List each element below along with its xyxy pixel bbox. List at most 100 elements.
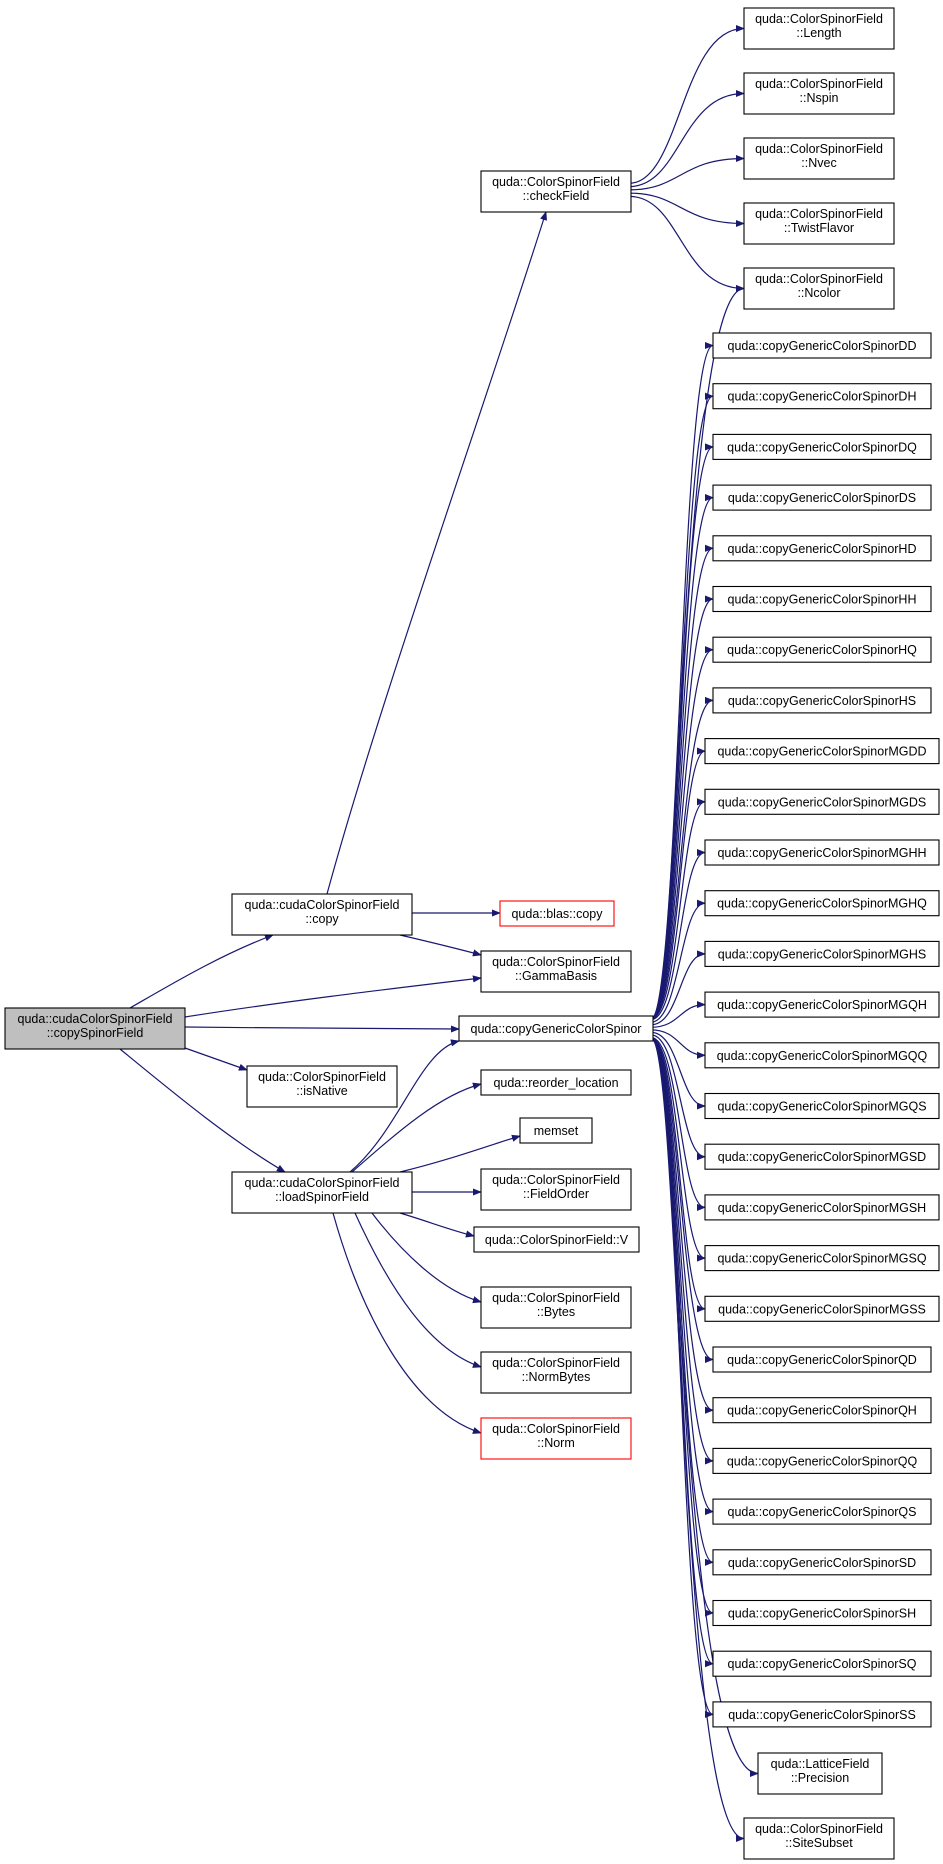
node-root[interactable]: quda::cudaColorSpinorField::copySpinorFi… xyxy=(4,1007,186,1050)
node-box xyxy=(480,1069,632,1096)
node-label-line: ::Norm xyxy=(537,1436,575,1450)
node-hq[interactable]: quda::copyGenericColorSpinorHQ xyxy=(712,636,932,663)
edge-load-to-bytes xyxy=(371,1212,482,1304)
node-mgss[interactable]: quda::copyGenericColorSpinorMGSS xyxy=(704,1295,940,1322)
edge-cgcs-to-hs xyxy=(650,696,714,1020)
node-checkfield[interactable]: quda::ColorSpinorField::checkField xyxy=(480,170,632,213)
edge-cgcs-to-qd xyxy=(650,1037,714,1364)
node-mghs[interactable]: quda::copyGenericColorSpinorMGHS xyxy=(704,940,940,967)
node-sd[interactable]: quda::copyGenericColorSpinorSD xyxy=(712,1549,932,1576)
node-twist[interactable]: quda::ColorSpinorField::TwistFlavor xyxy=(743,202,895,245)
node-ncolor[interactable]: quda::ColorSpinorField::Ncolor xyxy=(743,267,895,310)
node-sh[interactable]: quda::copyGenericColorSpinorSH xyxy=(712,1599,932,1627)
node-label-line: quda::reorder_location xyxy=(493,1076,618,1090)
node-label-line: quda::ColorSpinorField xyxy=(258,1070,386,1084)
node-label-line: quda::ColorSpinorField xyxy=(755,12,883,26)
node-label-line: ::loadSpinorField xyxy=(275,1190,369,1204)
node-mgds[interactable]: quda::copyGenericColorSpinorMGDS xyxy=(704,788,940,815)
node-normbytes[interactable]: quda::ColorSpinorField::NormBytes xyxy=(480,1351,632,1394)
node-label-line: quda::copyGenericColorSpinorDD xyxy=(728,339,917,353)
node-mgdd[interactable]: quda::copyGenericColorSpinorMGDD xyxy=(704,738,940,765)
node-nspin[interactable]: quda::ColorSpinorField::Nspin xyxy=(743,72,895,115)
node-norm[interactable]: quda::ColorSpinorField::Norm xyxy=(480,1417,632,1460)
node-box xyxy=(712,636,932,663)
node-nvec[interactable]: quda::ColorSpinorField::Nvec xyxy=(743,137,895,180)
node-dd[interactable]: quda::copyGenericColorSpinorDD xyxy=(712,332,932,359)
node-label-line: quda::copyGenericColorSpinorQD xyxy=(727,1353,917,1367)
node-label-line: quda::blas::copy xyxy=(511,907,603,921)
node-bytes[interactable]: quda::ColorSpinorField::Bytes xyxy=(480,1286,632,1329)
node-qs[interactable]: quda::copyGenericColorSpinorQS xyxy=(712,1498,932,1525)
node-mgsd[interactable]: quda::copyGenericColorSpinorMGSD xyxy=(704,1143,940,1170)
edge-cgcs-to-mgqh xyxy=(650,1001,706,1028)
edge-root-to-load xyxy=(119,1048,286,1173)
node-sitesubset[interactable]: quda::ColorSpinorField::SiteSubset xyxy=(743,1817,895,1860)
node-load[interactable]: quda::cudaColorSpinorField::loadSpinorFi… xyxy=(231,1171,413,1214)
edge-cgcs-to-hq xyxy=(650,646,714,1020)
node-label-line: quda::copyGenericColorSpinorDQ xyxy=(727,440,917,454)
node-box xyxy=(704,991,940,1018)
node-blascopy[interactable]: quda::blas::copy xyxy=(499,900,615,927)
edge-checkfield-to-nspin xyxy=(628,89,745,188)
edge-cgcs-to-mgds xyxy=(650,798,706,1020)
node-mgqq[interactable]: quda::copyGenericColorSpinorMGQQ xyxy=(704,1042,940,1069)
node-label-line: quda::copyGenericColorSpinor xyxy=(471,1022,642,1036)
node-label-line: quda::copyGenericColorSpinorMGHH xyxy=(717,846,926,860)
node-qq[interactable]: quda::copyGenericColorSpinorQQ xyxy=(712,1447,932,1474)
node-mgsq[interactable]: quda::copyGenericColorSpinorMGSQ xyxy=(704,1245,940,1272)
node-box xyxy=(704,1092,940,1120)
node-mgqs[interactable]: quda::copyGenericColorSpinorMGQS xyxy=(704,1092,940,1120)
node-label-line: quda::ColorSpinorField xyxy=(492,955,620,969)
node-length[interactable]: quda::ColorSpinorField::Length xyxy=(743,7,895,50)
node-dh[interactable]: quda::copyGenericColorSpinorDH xyxy=(712,383,932,410)
node-fieldorder[interactable]: quda::ColorSpinorField::FieldOrder xyxy=(480,1168,632,1211)
node-ss[interactable]: quda::copyGenericColorSpinorSS xyxy=(712,1701,932,1728)
node-mghh[interactable]: quda::copyGenericColorSpinorMGHH xyxy=(704,839,940,866)
node-box xyxy=(246,1065,398,1108)
edges-layer xyxy=(119,24,759,1842)
edge-checkfield-to-length xyxy=(628,24,745,184)
node-box xyxy=(704,1042,940,1069)
node-cgcs[interactable]: quda::copyGenericColorSpinor xyxy=(458,1015,654,1042)
edge-cgcs-to-mgss xyxy=(650,1037,706,1313)
edge-load-to-normbytes xyxy=(354,1212,482,1368)
node-box xyxy=(712,585,932,613)
node-mghq[interactable]: quda::copyGenericColorSpinorMGHQ xyxy=(704,890,940,917)
edge-copy-to-checkfield xyxy=(326,211,547,895)
node-hh[interactable]: quda::copyGenericColorSpinorHH xyxy=(712,585,932,613)
node-v[interactable]: quda::ColorSpinorField::V xyxy=(473,1226,640,1253)
node-label-line: quda::ColorSpinorField xyxy=(755,272,883,286)
node-box xyxy=(757,1752,883,1795)
node-label-line: ::Nspin xyxy=(800,91,839,105)
node-label-line: ::FieldOrder xyxy=(523,1187,589,1201)
node-qh[interactable]: quda::copyGenericColorSpinorQH xyxy=(712,1397,932,1424)
node-label-line: ::Nvec xyxy=(801,156,836,170)
node-box xyxy=(704,738,940,765)
node-sq[interactable]: quda::copyGenericColorSpinorSQ xyxy=(712,1650,932,1677)
node-label-line: ::Bytes xyxy=(537,1305,575,1319)
edge-load-to-reorder xyxy=(351,1082,482,1173)
node-label-line: quda::copyGenericColorSpinorMGSQ xyxy=(717,1252,926,1266)
node-mgsh[interactable]: quda::copyGenericColorSpinorMGSH xyxy=(704,1194,940,1221)
edge-cgcs-to-hh xyxy=(650,595,714,1020)
node-qd[interactable]: quda::copyGenericColorSpinorQD xyxy=(712,1346,932,1373)
node-hs[interactable]: quda::copyGenericColorSpinorHS xyxy=(712,687,932,714)
edge-root-to-gamma xyxy=(184,975,482,1018)
node-hd[interactable]: quda::copyGenericColorSpinorHD xyxy=(712,535,932,562)
node-box xyxy=(712,1549,932,1576)
node-mgqh[interactable]: quda::copyGenericColorSpinorMGQH xyxy=(704,991,940,1018)
node-label-line: ::checkField xyxy=(523,189,590,203)
node-reorder[interactable]: quda::reorder_location xyxy=(480,1069,632,1096)
node-isnative[interactable]: quda::ColorSpinorField::isNative xyxy=(246,1065,398,1108)
node-copy[interactable]: quda::cudaColorSpinorField::copy xyxy=(231,893,413,936)
node-ds[interactable]: quda::copyGenericColorSpinorDS xyxy=(712,484,932,511)
edge-root-to-copy xyxy=(129,934,274,1009)
node-label-line: ::Ncolor xyxy=(797,286,840,300)
node-gamma[interactable]: quda::ColorSpinorField::GammaBasis xyxy=(480,950,632,993)
node-dq[interactable]: quda::copyGenericColorSpinorDQ xyxy=(712,433,932,460)
edge-checkfield-to-twist xyxy=(628,192,745,228)
edge-cgcs-to-mgqs xyxy=(650,1031,706,1110)
node-memset[interactable]: memset xyxy=(519,1117,593,1144)
node-precision[interactable]: quda::LatticeField::Precision xyxy=(757,1752,883,1795)
